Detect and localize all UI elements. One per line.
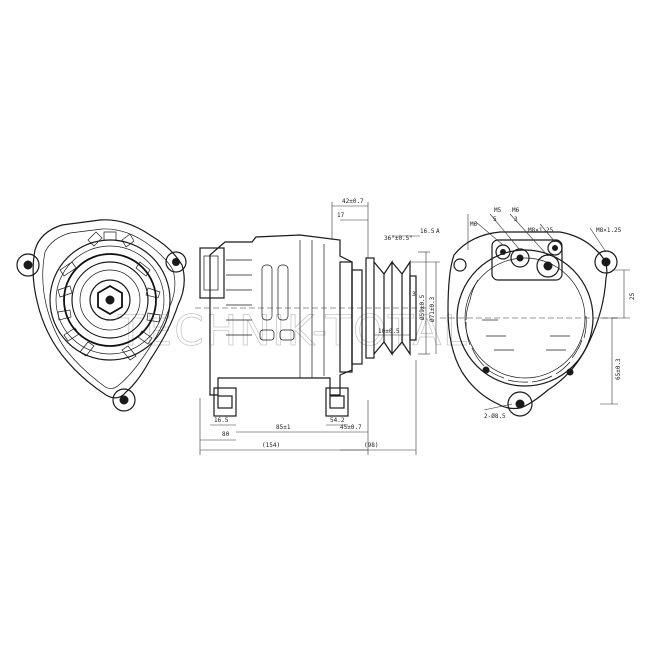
dim-d10: 16.5 [214,417,229,424]
dim-d3: 36°±0.5° [384,235,413,242]
dim-d1: 42±0.7 [342,198,364,205]
dim-d12: 85±1 [276,424,291,431]
dim-d25: 65±0.3 [615,358,622,380]
dim-d24: 25 [629,292,636,300]
dim-d8: 10±0.5 [378,328,400,335]
dim-d7: Ø71±0.3 [429,296,436,322]
dim-d13: 45±0.7 [340,424,362,431]
dim-d15: (154) [262,442,280,449]
dim-d19: M5 [494,207,502,214]
dim-d5: A [436,228,440,235]
dim-d2: 17 [337,212,345,219]
dim-d21: M8×1.25 [528,227,554,234]
dim-d20: M6 [512,207,520,214]
dim-d23: 3 [514,216,518,223]
dim-d17: M8×1.25 [596,227,622,234]
dim-d11: 80 [222,431,230,438]
rear-view: M8×1.25 M6 M5 M6 M8×1.25 5 3 25 65±0.3 2… [440,207,636,420]
dim-d22: 5 [493,216,497,223]
dim-d4: 16.5 [420,228,435,235]
side-view: 42±0.7 17 36°±0.5° 16.5 A Ø59±0.5 Ø71±0.… [195,198,440,455]
dim-d14: 54.2 [330,417,345,424]
dim-d16: (98) [364,442,378,449]
dim-d18: M6 [470,221,478,228]
front-view [16,219,187,412]
dim-d26: 2-Ø8.5 [484,413,506,420]
dim-d6: Ø59±0.5 [419,294,426,320]
dim-d9: 3 [412,291,416,298]
